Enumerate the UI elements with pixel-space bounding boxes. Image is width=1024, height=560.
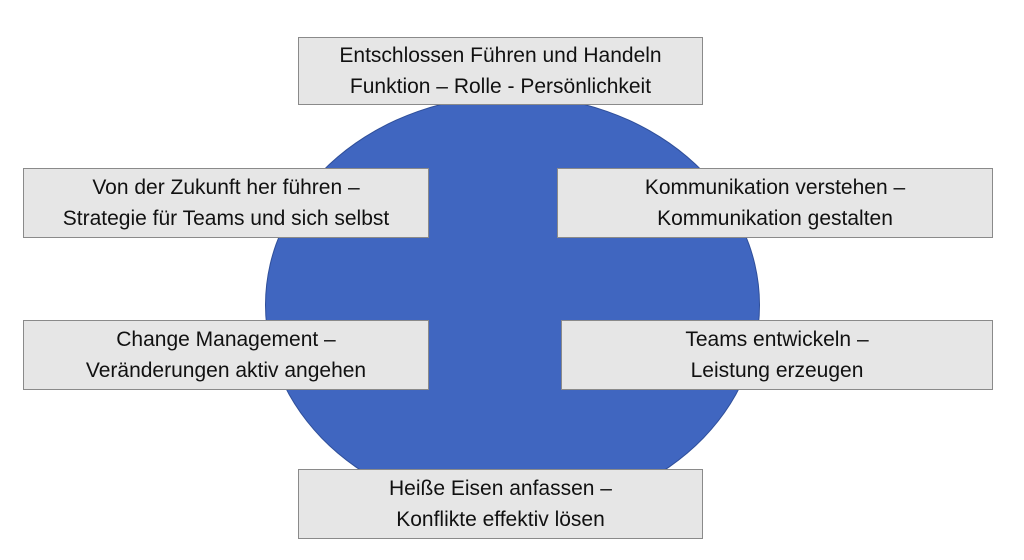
box-upper-right-line2: Kommunikation gestalten (657, 207, 893, 230)
box-lower-left-line2: Veränderungen aktiv angehen (85, 359, 367, 382)
box-upper-left-line1: Von der Zukunft her führen – (92, 176, 360, 199)
box-upper-left-line2: Strategie für Teams und sich selbst (62, 207, 390, 230)
box-bottom-line1: Heiße Eisen anfassen – (389, 477, 612, 500)
box-bottom: Heiße Eisen anfassen – Konflikte effekti… (298, 469, 703, 539)
box-upper-right: Kommunikation verstehen – Kommunikation … (557, 168, 993, 238)
box-lower-right: Teams entwickeln – Leistung erzeugen (561, 320, 993, 390)
center-circle (265, 95, 760, 515)
box-lower-left: Change Management – Veränderungen aktiv … (23, 320, 429, 390)
box-upper-left: Von der Zukunft her führen – Strategie f… (23, 168, 429, 238)
box-top-line1: Entschlossen Führen und Handeln (339, 44, 662, 67)
box-bottom-line2: Konflikte effektiv lösen (396, 508, 605, 531)
box-top: Entschlossen Führen und Handeln Funktion… (298, 37, 703, 105)
box-lower-left-line1: Change Management – (116, 328, 336, 351)
box-lower-right-line1: Teams entwickeln – (685, 328, 869, 351)
box-upper-right-line1: Kommunikation verstehen – (644, 176, 906, 199)
box-lower-right-line2: Leistung erzeugen (690, 359, 864, 382)
box-top-line2: Funktion – Rolle - Persönlichkeit (349, 75, 652, 98)
